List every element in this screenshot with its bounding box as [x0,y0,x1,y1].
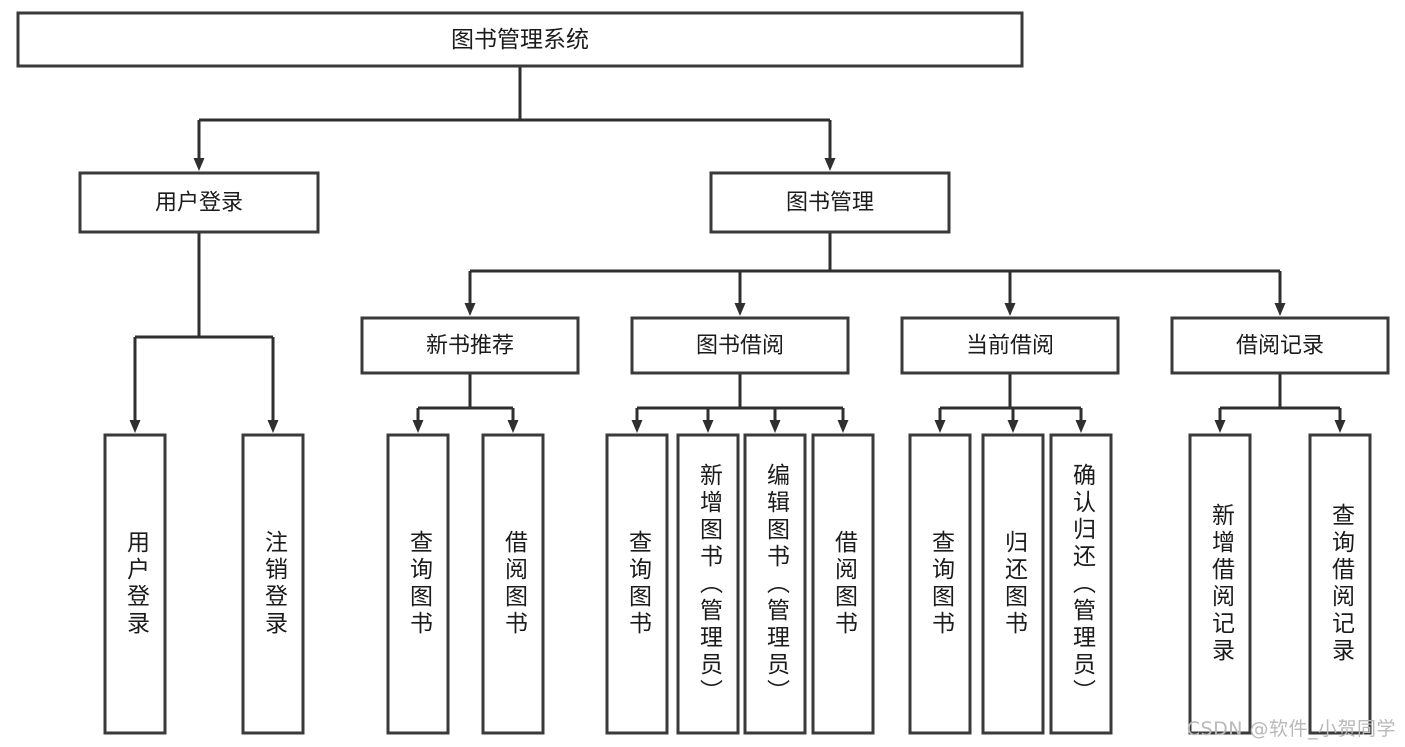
node-box-borrow-record[interactable] [1170,316,1390,375]
node-label-book-manage: 图书管理 [786,191,874,216]
node-box-new-book-rec[interactable] [360,316,580,375]
arrow-head-icon [1004,303,1016,316]
node-box-root[interactable] [16,11,1024,68]
arrow-head-icon [837,420,849,433]
arrow-head-icon [734,303,746,316]
leaf-box-leaf-add-record[interactable] [1188,433,1252,735]
leaf-box-leaf-add-book[interactable] [676,433,740,735]
arrow-head-icon [824,158,836,171]
arrow-head-icon [507,420,519,433]
node-label-borrow-record: 借阅记录 [1236,334,1324,359]
leaf-box-leaf-query-book-rec[interactable] [386,433,450,735]
arrow-head-icon [1007,420,1019,433]
watermark-text: CSDN @软件_小贺同学 [1186,718,1396,740]
node-box-book-borrow[interactable] [630,316,850,375]
leaf-box-leaf-query-book-borrow[interactable] [605,433,669,735]
connector-lines [129,66,1346,433]
leaf-box-leaf-query-book-cur[interactable] [908,433,972,735]
node-label-current-borrow: 当前借阅 [966,334,1054,359]
arrow-head-icon [702,420,714,433]
leaf-box-leaf-return-book[interactable] [981,433,1045,735]
arrow-head-icon [934,420,946,433]
node-box-user-login[interactable] [78,171,320,234]
arrow-head-icon [1274,303,1286,316]
leaf-box-leaf-confirm-return[interactable] [1049,433,1113,735]
node-box-book-manage[interactable] [709,171,951,234]
arrow-head-icon [769,420,781,433]
arrow-head-icon [464,303,476,316]
leaf-box-leaf-borrow-book-rec[interactable] [481,433,545,735]
node-label-root: 图书管理系统 [451,27,589,53]
arrow-head-icon [193,158,205,171]
leaf-box-leaf-user-login[interactable] [103,433,167,735]
arrow-head-icon [631,420,643,433]
arrow-head-icon [1334,420,1346,433]
node-box-current-borrow[interactable] [900,316,1120,375]
leaf-box-leaf-borrow-book[interactable] [811,433,875,735]
arrow-head-icon [1075,420,1087,433]
node-label-user-login: 用户登录 [155,191,243,216]
arrow-head-icon [267,420,279,433]
arrow-head-icon [129,420,141,433]
node-label-new-book-rec: 新书推荐 [426,334,514,359]
arrow-head-icon [1214,420,1226,433]
leaf-box-leaf-edit-book[interactable] [743,433,807,735]
node-label-book-borrow: 图书借阅 [696,334,784,359]
leaf-box-leaf-query-record[interactable] [1308,433,1372,735]
arrow-head-icon [412,420,424,433]
leaf-box-leaf-user-logout[interactable] [241,433,305,735]
